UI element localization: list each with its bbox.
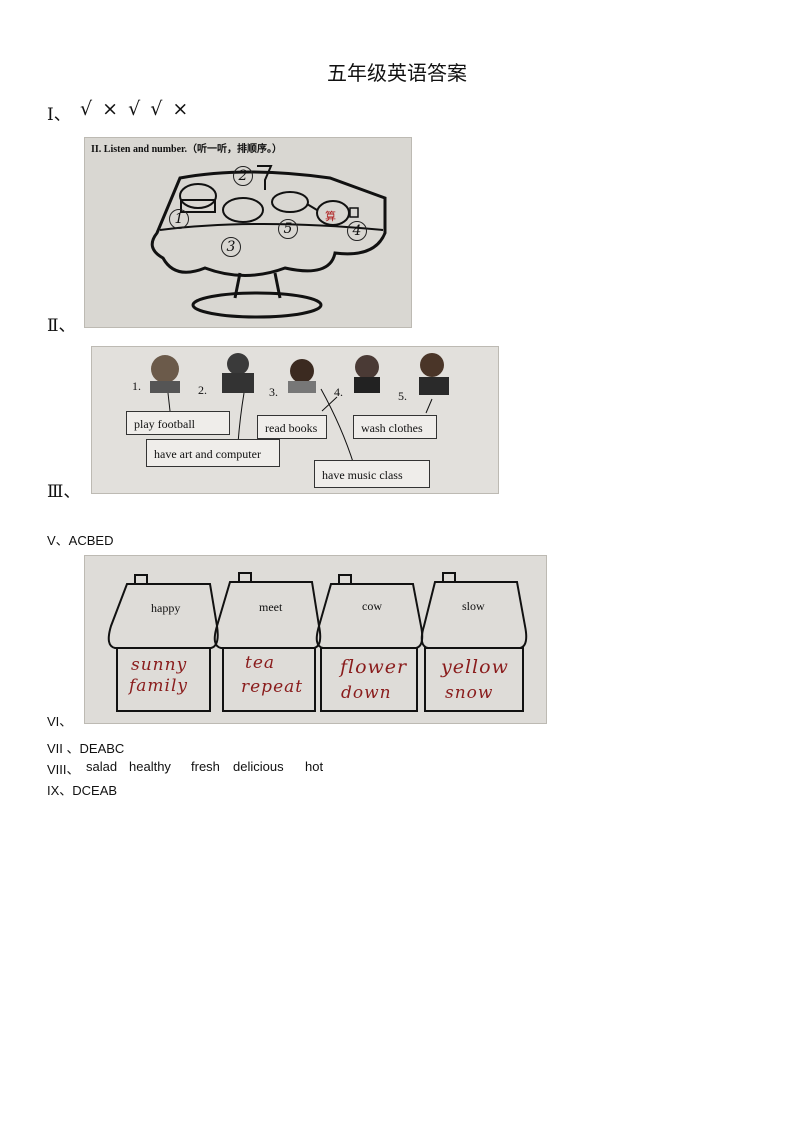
section-8-label: VIII、: [47, 762, 80, 777]
section-2-image: II. Listen and number.（听一听，排顺序。） 1 2 3 4…: [84, 137, 412, 328]
house-4-answer-2: snow: [445, 683, 494, 703]
phrase-box-play-football: play football: [126, 411, 230, 435]
house-1-answer-1: sunny: [131, 655, 188, 675]
house-2-answer-1: tea: [245, 653, 276, 673]
portrait-number-5: 5.: [398, 389, 407, 403]
section-8-word-4: delicious: [233, 759, 284, 774]
section-9-answer: IX、DCEAB: [47, 783, 118, 798]
phrase-box-art-computer: have art and computer: [146, 439, 280, 467]
section-8-word-1: salad: [86, 759, 118, 774]
section-7-answer: VII 、DEABC: [47, 741, 125, 756]
house-3-answer-1: flower: [340, 656, 408, 678]
order-number-3: 3: [221, 237, 241, 257]
house-1-answer-2: family: [129, 676, 189, 696]
section-2-label: Ⅱ、: [47, 316, 76, 336]
section-6-image: happy meet cow slow sunny family tea rep…: [84, 555, 547, 724]
section-6-label: VI、: [47, 714, 73, 729]
house-word-4: slow: [462, 599, 485, 613]
portrait-number-3: 3.: [269, 385, 278, 399]
house-4-answer-1: yellow: [441, 656, 509, 678]
order-number-4: 4: [347, 221, 367, 241]
phrase-box-wash-clothes: wash clothes: [353, 415, 437, 439]
section-1-answers: √ × √ √ ×: [80, 98, 191, 120]
houses-illustration: [107, 572, 528, 712]
portrait-5-icon: [419, 353, 449, 395]
phrase-box-read-books: read books: [257, 415, 327, 439]
order-number-2: 2: [233, 166, 253, 186]
house-word-3: cow: [362, 599, 382, 613]
house-word-1: happy: [151, 601, 181, 615]
matching-lines: [150, 353, 449, 466]
house-2-answer-2: repeat: [241, 677, 304, 697]
section-8-word-3: fresh: [191, 759, 220, 774]
portrait-number-2: 2.: [198, 383, 207, 397]
order-number-1: 1: [169, 209, 189, 229]
page-title: 五年级英语答案: [327, 61, 467, 85]
portrait-3-icon: [288, 359, 316, 393]
section-8-word-5: hot: [305, 759, 324, 774]
portrait-4-icon: [354, 355, 380, 393]
order-number-5: 5: [278, 219, 298, 239]
phrase-box-music-class: have music class: [314, 460, 430, 488]
section-5-answer: V、ACBED: [47, 533, 114, 548]
portrait-number-1: 1.: [132, 379, 141, 393]
section-8-word-2: healthy: [129, 759, 171, 774]
section-3-image: 1. 2. 3. 4. 5. play football have art an…: [91, 346, 499, 494]
section-3-label: Ⅲ、: [47, 482, 81, 502]
listen-number-header: II. Listen and number.（听一听，排顺序。）: [91, 144, 283, 155]
portrait-1-icon: [150, 355, 180, 393]
section-1-label: I、: [47, 105, 71, 125]
portrait-2-icon: [222, 353, 254, 393]
house-word-2: meet: [259, 600, 283, 614]
portrait-number-4: 4.: [334, 385, 343, 399]
house-3-answer-2: down: [341, 683, 392, 703]
teapot-stamp: 算: [325, 210, 336, 223]
